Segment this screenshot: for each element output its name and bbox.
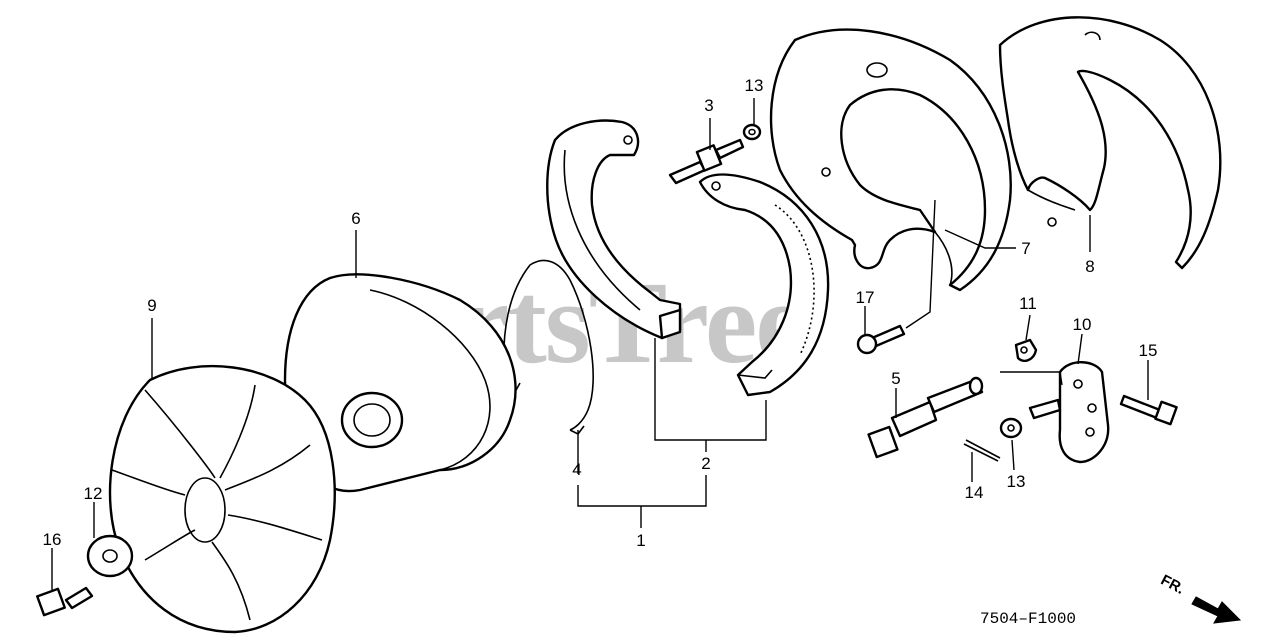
callout-8: 8	[1085, 257, 1094, 276]
callout-2: 2	[701, 454, 710, 473]
callout-5: 5	[891, 369, 900, 388]
part-12-washer	[86, 534, 134, 578]
part-13-washer-bottom	[999, 417, 1023, 439]
callout-16: 16	[43, 530, 62, 549]
callout-10: 10	[1073, 315, 1092, 334]
part-2-brake-shoe-front	[546, 119, 682, 340]
diagram-code: 7504–F1000	[980, 610, 1076, 628]
part-16-flange-bolt	[36, 586, 94, 617]
part-17-bolt	[856, 324, 906, 355]
callout-9: 9	[147, 296, 156, 315]
callout-17: 17	[856, 288, 875, 307]
part-8-dust-cover	[998, 16, 1222, 270]
callout-15: 15	[1139, 341, 1158, 360]
part-13-washer-top	[742, 123, 762, 141]
part-15-bolt	[1119, 394, 1178, 426]
callout-6: 6	[351, 209, 360, 228]
part-14-cotter-pin	[963, 439, 1001, 462]
callout-1: 1	[636, 531, 645, 550]
callout-4: 4	[572, 460, 581, 479]
leader-lines	[51, 98, 1149, 590]
part-7-brake-panel	[769, 28, 1012, 292]
front-direction-indicator: FR.	[1158, 571, 1242, 624]
part-2-brake-shoe-rear	[698, 173, 830, 397]
part-3-pivot-bolt	[668, 138, 745, 185]
arrow-right-icon	[1191, 596, 1242, 624]
callout-11: 11	[1019, 294, 1037, 313]
callout-13-top: 13	[745, 76, 764, 95]
callout-7: 7	[1021, 239, 1030, 258]
part-6-brake-drum	[283, 273, 517, 493]
callout-3: 3	[704, 96, 713, 115]
part-10-brake-arm	[1028, 361, 1110, 464]
callout-labels: 1 2 3 4 5 6 7 8 9 10 11 12 13 13 14 15 1…	[43, 76, 1158, 550]
callout-14: 14	[965, 483, 984, 502]
part-11-plate	[1014, 338, 1038, 362]
part-9-hub-cover	[108, 364, 336, 634]
callout-12: 12	[84, 484, 103, 503]
part-5-brake-cam	[867, 376, 984, 459]
direction-label: FR.	[1158, 571, 1187, 597]
callout-13-bottom: 13	[1007, 472, 1026, 491]
